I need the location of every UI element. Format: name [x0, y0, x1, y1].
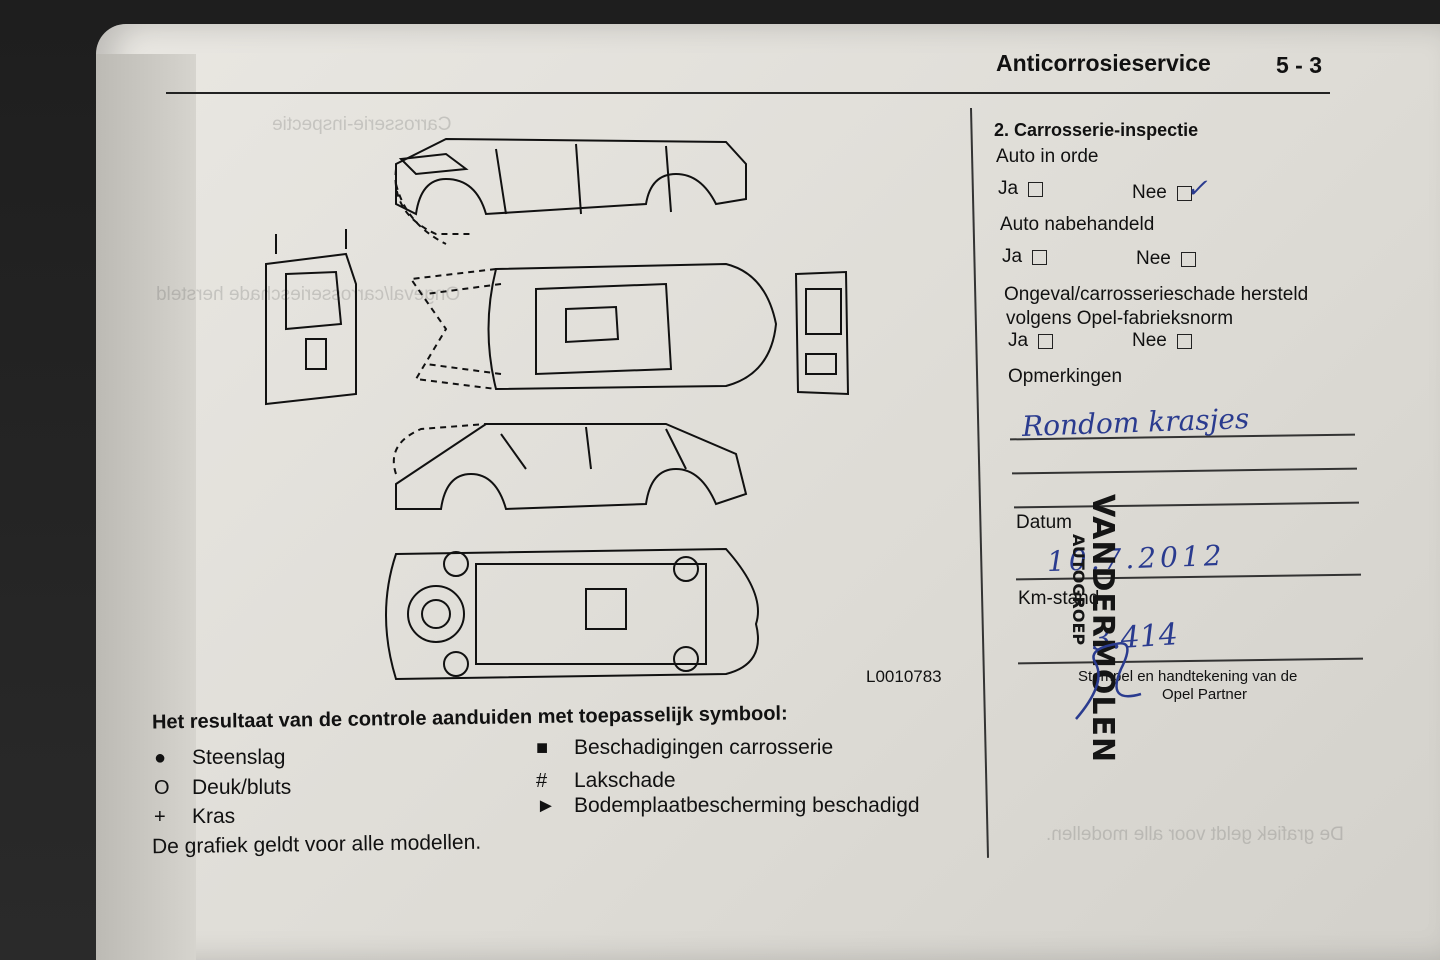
auto-nabehandeld-nee[interactable]: Nee — [1136, 248, 1196, 270]
datum-label: Datum — [1016, 512, 1072, 533]
checkbox-nee[interactable] — [1176, 333, 1192, 349]
column-divider — [970, 107, 990, 858]
legend-note: De grafiek geldt voor alle modellen. — [151, 830, 482, 859]
legend-title: Het resultaat van de controle aanduiden … — [151, 702, 788, 734]
plus-icon: + — [154, 805, 166, 828]
legend-item-lakschade: # Lakschade — [536, 769, 676, 792]
opmerkingen-label: Opmerkingen — [1008, 366, 1123, 387]
legend-item-steenslag: ● Steenslag — [154, 746, 286, 769]
auto-in-orde-nee[interactable]: Nee ✓ — [1132, 174, 1208, 204]
check-mark-icon: ✓ — [1185, 174, 1208, 204]
hash-icon: # — [536, 769, 548, 792]
auto-in-orde-ja[interactable]: Ja — [998, 178, 1044, 200]
car-top-view — [409, 262, 778, 391]
circle-outline-icon: O — [154, 776, 170, 799]
legend-item-kras: + Kras — [154, 805, 236, 828]
legend-item-beschadigingen: ■ Beschadigingen carrosserie — [536, 736, 834, 759]
ongeval-label-line1: Ongeval/carrosserieschade hersteld — [1004, 284, 1309, 305]
manual-page: Anticorrosieservice 5 - 3 Carrosserie-in… — [96, 24, 1440, 960]
show-through-text: De grafiek geldt voor alle modellen. — [1046, 824, 1344, 845]
auto-nabehandeld-label: Auto nabehandeld — [1000, 214, 1155, 235]
car-side-view — [392, 423, 748, 511]
km-stand-label: Km-stand — [1018, 588, 1100, 609]
legend-item-deuk: O Deuk/bluts — [154, 776, 292, 799]
auto-in-orde-label: Auto in orde — [996, 146, 1099, 167]
page-number: 5 - 3 — [1276, 52, 1323, 78]
opmerkingen-line-3 — [1014, 501, 1359, 508]
square-filled-icon: ■ — [536, 736, 549, 759]
ongeval-nee[interactable]: Nee — [1132, 330, 1192, 352]
checkbox-nee[interactable] — [1176, 185, 1192, 201]
section-title: Anticorrosieservice — [996, 50, 1211, 76]
bullet-filled-icon: ● — [154, 746, 167, 769]
stempel-label-line2: Opel Partner — [1162, 686, 1248, 703]
header-rule — [166, 92, 1330, 94]
signature-scribble — [1075, 642, 1142, 720]
car-damage-diagram — [265, 137, 850, 681]
legend-item-bodemplaat: ► Bodemplaatbescherming beschadigd — [536, 794, 920, 817]
car-front-view — [265, 229, 357, 406]
diagram-code: L0010783 — [866, 667, 942, 686]
checkbox-ja[interactable] — [1028, 181, 1044, 197]
ongeval-label-line2: volgens Opel-fabrieksnorm — [1006, 308, 1234, 329]
form-title: 2. Carrosserie-inspectie — [994, 120, 1199, 140]
ongeval-ja[interactable]: Ja — [1008, 330, 1054, 352]
checkbox-nee[interactable] — [1180, 251, 1196, 267]
stempel-label-line1: Stempel en handtekening van de — [1078, 668, 1298, 685]
previous-page-edge — [96, 54, 196, 960]
checkbox-ja[interactable] — [1032, 249, 1048, 265]
auto-nabehandeld-ja[interactable]: Ja — [1002, 246, 1048, 268]
car-underbody-view — [385, 547, 759, 681]
checkbox-ja[interactable] — [1038, 333, 1054, 349]
car-side-view-open — [394, 137, 747, 245]
car-rear-view — [794, 270, 850, 396]
triangle-right-icon: ► — [536, 794, 556, 817]
opmerkingen-line-2 — [1012, 467, 1357, 474]
